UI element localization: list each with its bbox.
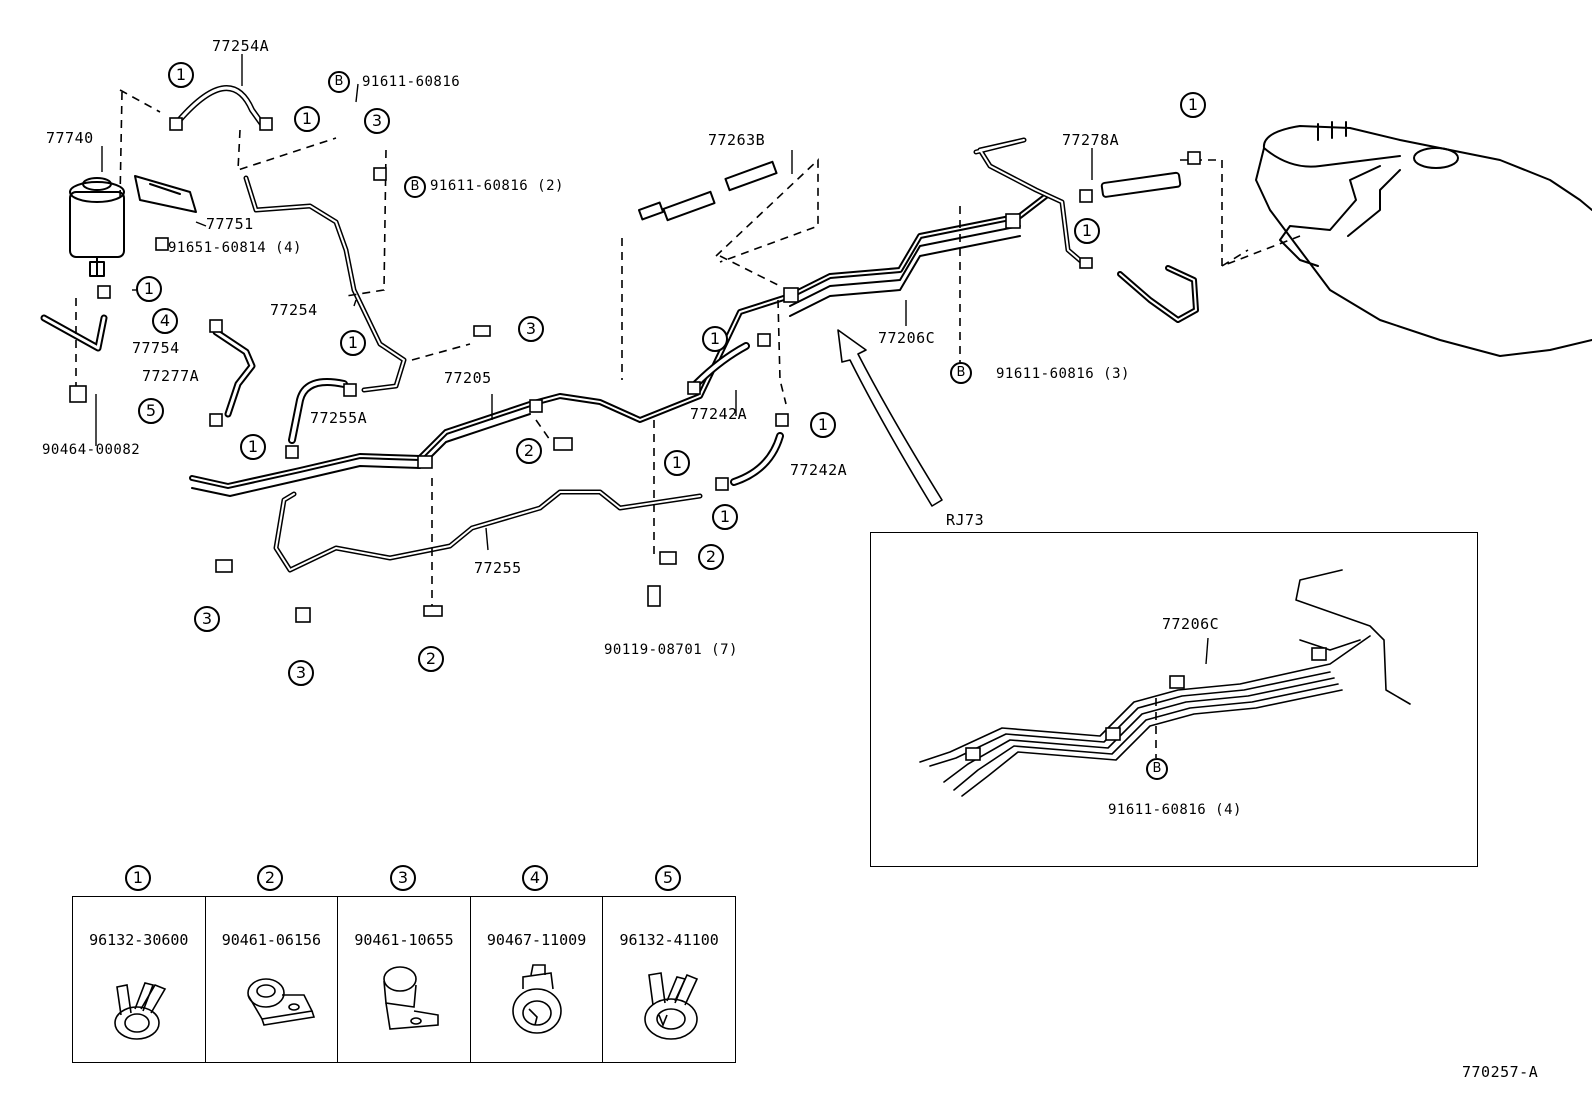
inset-title: RJ73: [946, 511, 985, 529]
part-label-90464-00082: 90464-00082: [42, 442, 141, 458]
part-label-77277a: 77277A: [142, 367, 200, 385]
clip-marker-1: 1: [240, 434, 266, 460]
clip-marker-1: 1: [294, 106, 320, 132]
part-label-77206c: 77206C: [878, 329, 936, 347]
clip-marker-1: 1: [712, 504, 738, 530]
part-label-77263b: 77263B: [708, 131, 766, 149]
part-label-77278a: 77278A: [1062, 131, 1120, 149]
clip-marker-5: 5: [138, 398, 164, 424]
legend-cell-2: 90461-06156: [206, 897, 339, 1062]
legend-part-number: 96132-41100: [619, 931, 719, 949]
inset-part-label-77206c: 77206C: [1162, 615, 1220, 633]
diagram-id: 770257-A: [1462, 1063, 1539, 1081]
clip-marker-1: 1: [1074, 218, 1100, 244]
clip-marker-2: 2: [698, 544, 724, 570]
legend-number-1: 1: [125, 865, 151, 891]
legend-cell-4: 90467-11009: [471, 897, 604, 1062]
fuel-tank-drawing: [1255, 121, 1592, 357]
part-label-91651-60814: 91651-60814 (4): [168, 240, 302, 256]
double-hose-clip-icon: [644, 972, 699, 1040]
part-label-77254: 77254: [270, 301, 318, 319]
clip-marker-1: 1: [810, 412, 836, 438]
clip-marker-1: 1: [702, 326, 728, 352]
part-label-91611-60816: 91611-60816: [362, 74, 461, 90]
part-label-77255: 77255: [474, 559, 522, 577]
part-label-77254a: 77254A: [212, 37, 270, 55]
clip-marker-2: 2: [418, 646, 444, 672]
legend-part-number: 90461-10655: [354, 931, 454, 949]
part-label-90119-08701: 90119-08701 (7): [604, 642, 738, 658]
part-label-77255a: 77255A: [310, 409, 368, 427]
part-label-91611-60816-2: 91611-60816 (2): [430, 178, 564, 194]
clip-marker-2: 2: [516, 438, 542, 464]
bolt-marker-b: B: [328, 71, 350, 93]
part-label-77754: 77754: [132, 339, 180, 357]
legend-number-5: 5: [655, 865, 681, 891]
clip-marker-1: 1: [136, 276, 162, 302]
part-label-77242a-lower: 77242A: [790, 461, 848, 479]
hose-clip-icon: [114, 982, 167, 1040]
bracket-77751-drawing: [134, 175, 197, 213]
pipe-clamp-icon: [246, 978, 315, 1026]
legend-number-3: 3: [390, 865, 416, 891]
clip-legend-table: 96132-30600 90461-06156 90461-10655 9046…: [72, 896, 736, 1063]
inset-bolt-marker-b: B: [1146, 758, 1168, 780]
bolt-marker-b: B: [950, 362, 972, 384]
legend-number-2: 2: [257, 865, 283, 891]
legend-part-number: 90467-11009: [486, 931, 587, 949]
legend-part-number: 90461-06156: [221, 931, 322, 949]
clip-marker-1: 1: [1180, 92, 1206, 118]
clip-marker-3: 3: [194, 606, 220, 632]
legend-cell-1: 96132-30600: [73, 897, 206, 1062]
part-label-77242a-upper: 77242A: [690, 405, 748, 423]
p-clamp-icon: [383, 966, 439, 1030]
part-label-77740: 77740: [46, 129, 94, 147]
rj73-inset-frame: [870, 532, 1478, 867]
clip-marker-3: 3: [518, 316, 544, 342]
tube-clip-icon: [511, 964, 562, 1034]
part-label-91611-60816-3: 91611-60816 (3): [996, 366, 1130, 382]
fuel-filter-drawing: [69, 177, 125, 277]
inset-part-label-91611-60816-4: 91611-60816 (4): [1108, 802, 1242, 818]
clip-marker-1: 1: [168, 62, 194, 88]
clip-marker-3: 3: [364, 108, 390, 134]
legend-cell-3: 90461-10655: [338, 897, 471, 1062]
part-label-77205: 77205: [444, 369, 492, 387]
part-label-77751: 77751: [206, 215, 254, 233]
legend-cell-5: 96132-41100: [603, 897, 735, 1062]
legend-part-number: 96132-30600: [89, 931, 189, 949]
legend-number-4: 4: [522, 865, 548, 891]
bolt-marker-b: B: [404, 176, 426, 198]
clip-marker-3: 3: [288, 660, 314, 686]
clip-marker-1: 1: [340, 330, 366, 356]
clip-marker-4: 4: [152, 308, 178, 334]
clip-marker-1: 1: [664, 450, 690, 476]
